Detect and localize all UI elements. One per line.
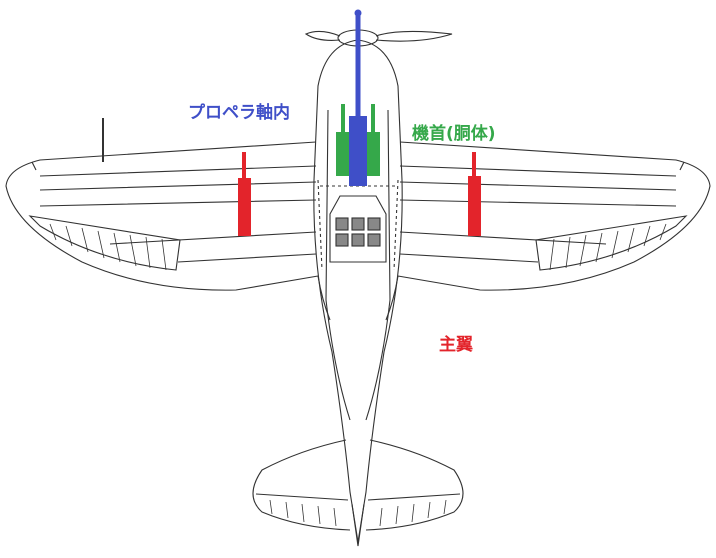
canopy-outline xyxy=(329,195,387,263)
left-wing-panel-lines xyxy=(39,165,317,263)
wing-guns xyxy=(238,152,481,236)
left-aileron xyxy=(28,215,181,271)
propeller-shaft-label: プロペラ軸内 xyxy=(188,103,290,123)
right-aileron xyxy=(535,215,688,271)
nose-guns xyxy=(336,104,380,176)
nose-gun-right-body xyxy=(367,132,380,176)
prop-shaft-gun xyxy=(349,9,367,186)
right-aileron-hatching xyxy=(549,223,667,271)
fuselage-outline xyxy=(313,39,403,543)
rudder xyxy=(351,503,365,547)
prop-shaft-gun-muzzle xyxy=(354,9,362,17)
elevator-hinge-lines xyxy=(255,493,461,501)
canopy-frames xyxy=(335,217,381,247)
right-wing-outline xyxy=(397,141,711,291)
propeller-blade-right xyxy=(375,30,453,42)
nose-fuselage-label: 機首(胴体) xyxy=(412,124,496,144)
right-wing-panel-lines xyxy=(399,165,677,263)
propeller-blade-left xyxy=(304,30,341,41)
elevator-hatching xyxy=(269,499,447,527)
nose-gun-left-body xyxy=(336,132,349,176)
prop-shaft-gun-body xyxy=(349,116,367,186)
fuselage-inner-lines xyxy=(325,109,391,421)
left-wing-gun-body xyxy=(238,178,251,236)
left-wingtip-light xyxy=(31,161,37,171)
left-aileron-hatching xyxy=(49,223,167,271)
horizontal-stabilizer xyxy=(252,439,464,531)
right-wingtip-light xyxy=(679,161,685,171)
right-wing-gun-body xyxy=(468,176,481,236)
left-wing-outline xyxy=(5,141,319,291)
main-wing-label: 主翼 xyxy=(439,335,473,355)
